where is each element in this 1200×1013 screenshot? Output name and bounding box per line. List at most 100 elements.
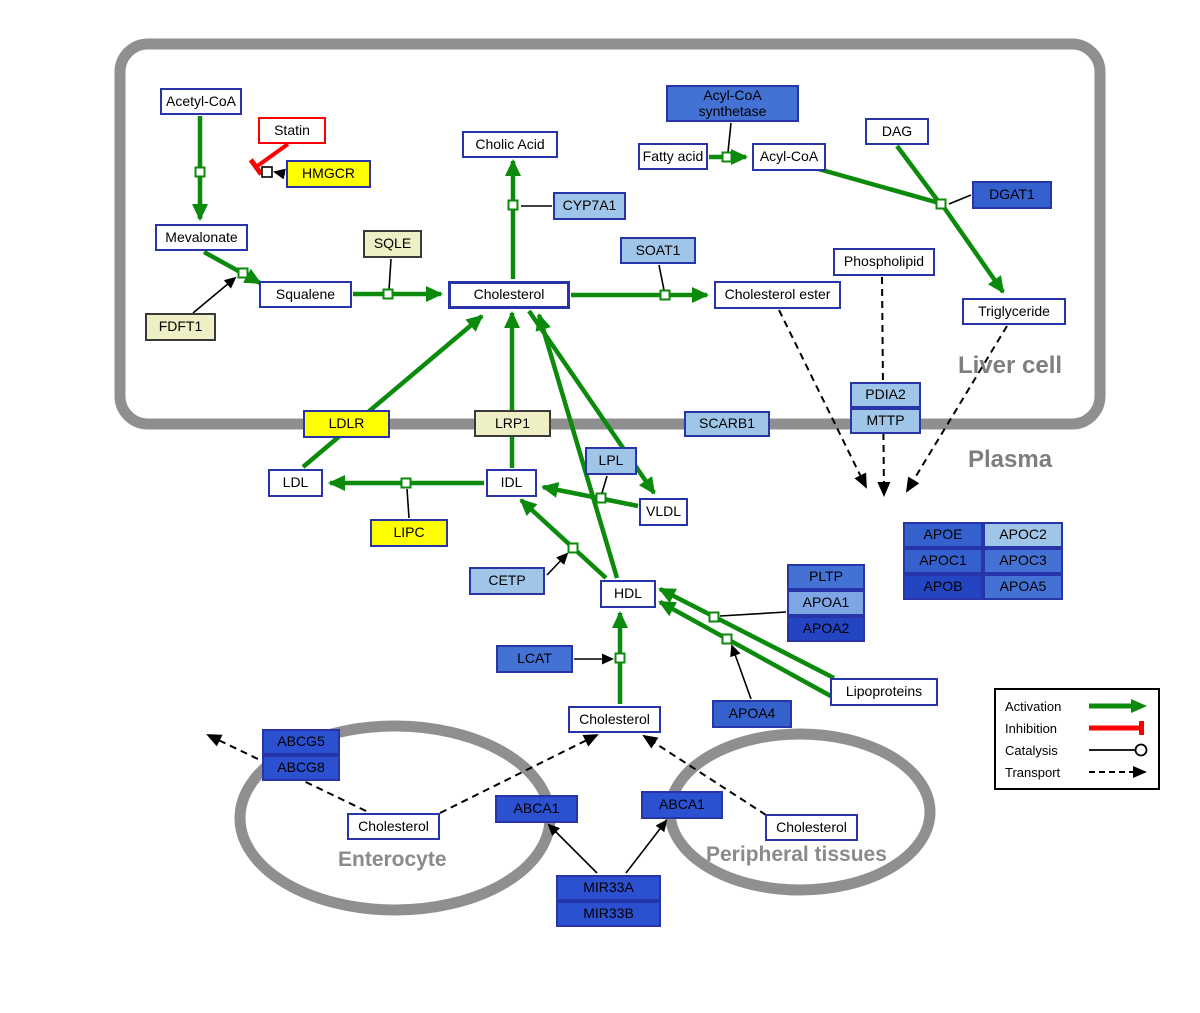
edge-triglyceride-to-plasma <box>905 325 1008 493</box>
node-ldl[interactable]: LDL <box>268 469 323 497</box>
node-dgat1[interactable]: DGAT1 <box>972 181 1052 209</box>
reaction-node <box>595 492 607 504</box>
edge-enterocyte-cholesterol-to-plasma <box>439 734 599 814</box>
liver-cell-membrane <box>114 38 1106 430</box>
edge-dgat-node-to-triglyceride <box>941 204 1005 294</box>
node-lipoproteins[interactable]: Lipoproteins <box>830 678 938 706</box>
node-scarb1[interactable]: SCARB1 <box>684 411 770 437</box>
node-abcg8[interactable]: ABCG8 <box>262 755 340 781</box>
edge-lipc-catalysis <box>406 488 410 519</box>
node-mir33b[interactable]: MIR33B <box>556 901 661 927</box>
node-cholesterol-peripheral[interactable]: Cholesterol <box>765 814 858 841</box>
inhibition-edges <box>248 142 290 176</box>
node-squalene[interactable]: Squalene <box>259 281 352 308</box>
activation-arrow-icon <box>1089 699 1147 713</box>
node-mttp[interactable]: MTTP <box>850 408 921 434</box>
edge-lipoproteins-to-hdl-lower <box>658 600 840 702</box>
node-apoe[interactable]: APOE <box>903 522 983 548</box>
edge-apoa-block-connector <box>719 611 787 617</box>
node-mevalonate[interactable]: Mevalonate <box>155 224 248 251</box>
reaction-node <box>194 166 206 178</box>
node-apoc2[interactable]: APOC2 <box>983 522 1063 548</box>
reaction-node <box>382 288 394 300</box>
legend-catalysis-label: Catalysis <box>1005 742 1058 758</box>
node-acetyl-coa[interactable]: Acetyl-CoA <box>160 88 242 115</box>
node-apoa1[interactable]: APOA1 <box>787 590 865 616</box>
node-idl[interactable]: IDL <box>486 469 537 497</box>
node-apoc3[interactable]: APOC3 <box>983 548 1063 574</box>
enterocyte-label: Enterocyte <box>338 848 447 871</box>
node-sqle[interactable]: SQLE <box>363 230 422 258</box>
node-mir33a[interactable]: MIR33A <box>556 875 661 901</box>
edge-lipoproteins-to-hdl-upper <box>658 586 836 681</box>
edge-acylcoasynthetase-catalysis <box>727 122 732 153</box>
reaction-node <box>935 198 947 210</box>
node-cholesterol-plasma[interactable]: Cholesterol <box>568 706 661 733</box>
edge-cetp-catalysis <box>546 552 569 576</box>
edge-fdft1-catalysis <box>192 276 237 314</box>
reaction-node <box>721 633 733 645</box>
legend-row-catalysis: Catalysis <box>1005 739 1149 761</box>
edge-peripheral-cholesterol-to-plasma <box>642 734 767 816</box>
peripheral-tissues-label: Peripheral tissues <box>706 843 887 866</box>
node-abcg5[interactable]: ABCG5 <box>262 729 340 755</box>
node-vldl[interactable]: VLDL <box>639 498 688 526</box>
catalysis-edges <box>192 122 972 874</box>
edge-soat1-catalysis <box>658 264 665 291</box>
reaction-node <box>400 477 412 489</box>
node-cyp7a1[interactable]: CYP7A1 <box>553 192 626 220</box>
node-fatty-acid[interactable]: Fatty acid <box>638 143 708 170</box>
catalysis-circle-icon <box>1089 743 1148 757</box>
node-pltp[interactable]: PLTP <box>787 564 865 590</box>
reaction-node <box>507 199 519 211</box>
node-triglyceride[interactable]: Triglyceride <box>962 298 1066 325</box>
node-ldlr[interactable]: LDLR <box>303 410 390 438</box>
edge-mevalonate-to-squalene <box>202 250 262 285</box>
node-acyl-coa[interactable]: Acyl-CoA <box>752 143 826 171</box>
node-apoa4[interactable]: APOA4 <box>712 700 792 728</box>
node-hdl[interactable]: HDL <box>600 580 656 608</box>
edge-statin-inhibits-hmgcr <box>248 142 290 176</box>
node-apoa5[interactable]: APOA5 <box>983 574 1063 600</box>
legend: Activation Inhibition Catalysis Transpor… <box>994 688 1160 790</box>
node-cetp[interactable]: CETP <box>469 567 545 595</box>
node-apoc1[interactable]: APOC1 <box>903 548 983 574</box>
edge-dgat1-catalysis <box>948 194 972 205</box>
edge-hdl-to-idl-cetp <box>519 498 608 580</box>
node-apoa2[interactable]: APOA2 <box>787 616 865 642</box>
node-soat1[interactable]: SOAT1 <box>620 237 696 264</box>
reaction-node <box>721 151 733 163</box>
node-lrp1[interactable]: LRP1 <box>474 410 551 437</box>
node-cholesterol-ester[interactable]: Cholesterol ester <box>714 281 841 309</box>
node-apob[interactable]: APOB <box>903 574 983 600</box>
activation-edges <box>192 116 1005 704</box>
edge-vldl-to-idl <box>541 482 639 509</box>
node-lpl[interactable]: LPL <box>585 447 637 475</box>
node-acyl-coa-synthetase[interactable]: Acyl-CoA synthetase <box>666 85 799 122</box>
edge-cholesterolester-to-plasma <box>778 309 867 489</box>
node-abca1-left[interactable]: ABCA1 <box>495 795 578 823</box>
transport-arrow-icon <box>1089 766 1147 778</box>
node-statin[interactable]: Statin <box>258 117 326 144</box>
plasma-label: Plasma <box>968 446 1053 473</box>
node-hmgcr[interactable]: HMGCR <box>286 160 371 188</box>
legend-row-transport: Transport <box>1005 761 1149 783</box>
node-fdft1[interactable]: FDFT1 <box>145 313 216 341</box>
edge-mir33-to-abca1-left <box>547 823 598 874</box>
node-abca1-right[interactable]: ABCA1 <box>641 791 723 819</box>
node-cholesterol-liver[interactable]: Cholesterol <box>448 281 570 309</box>
node-cholic-acid[interactable]: Cholic Acid <box>462 131 558 158</box>
legend-row-inhibition: Inhibition <box>1005 717 1149 739</box>
node-pdia2[interactable]: PDIA2 <box>850 382 921 408</box>
node-dag[interactable]: DAG <box>865 118 929 145</box>
legend-row-activation: Activation <box>1005 695 1149 717</box>
reaction-node <box>614 652 626 664</box>
node-cholesterol-enterocyte[interactable]: Cholesterol <box>347 813 440 840</box>
node-lcat[interactable]: LCAT <box>496 645 573 673</box>
edge-lpl-catalysis <box>601 475 608 494</box>
edge-sqle-catalysis <box>388 258 392 291</box>
node-phospholipid[interactable]: Phospholipid <box>833 248 935 276</box>
edge-hmgcr-catalysis <box>273 168 286 180</box>
node-lipc[interactable]: LIPC <box>370 519 448 547</box>
